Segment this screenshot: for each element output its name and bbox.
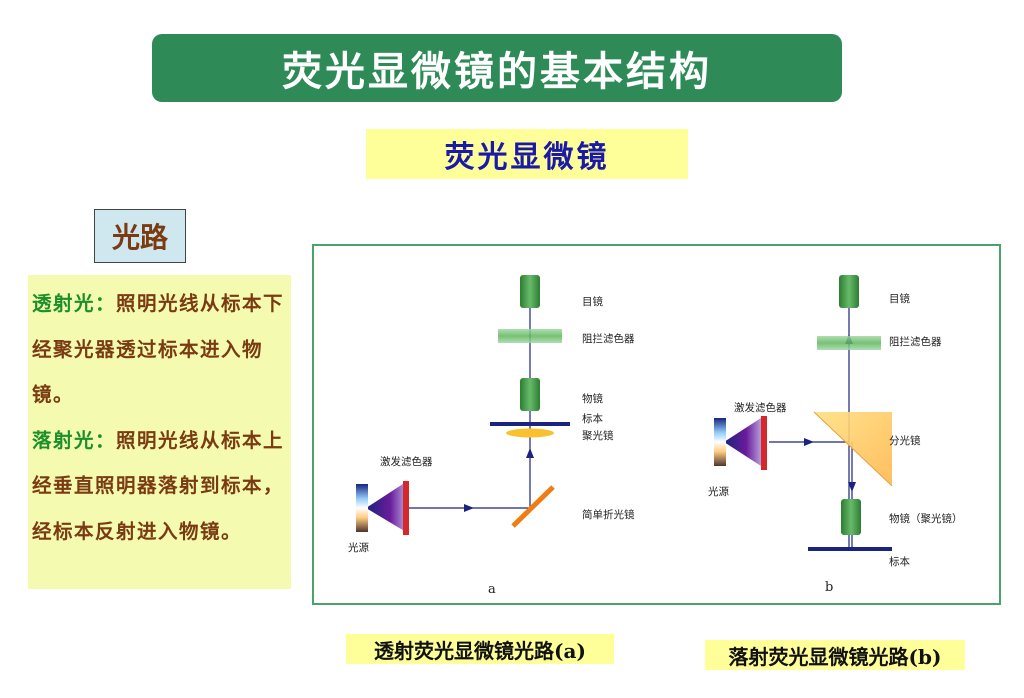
barrier-filter-b (817, 336, 881, 350)
label-a-eyepiece: 目镜 (582, 295, 603, 308)
caption-b: 落射荧光显微镜光路(b) (728, 644, 942, 669)
subtitle-banner: 荧光显微镜 (366, 129, 688, 179)
light-source-b (714, 418, 726, 466)
barrier-filter-a (498, 329, 562, 343)
label-b-excitation: 激发滤色器 (734, 401, 787, 414)
eyepiece-b (839, 275, 859, 308)
label-b-source: 光源 (708, 485, 729, 498)
excitation-filter-b (761, 416, 767, 470)
label-a-barrier: 阻拦滤色器 (582, 332, 635, 345)
label-b-barrier: 阻拦滤色器 (889, 335, 942, 348)
title-banner: 荧光显微镜的基本结构 (152, 34, 842, 102)
section-label-box: 光路 (94, 209, 186, 263)
objective-b (841, 499, 861, 535)
transmitted-term: 透射光： (32, 292, 117, 315)
label-a-condenser: 聚光镜 (582, 429, 614, 442)
subtitle-text: 荧光显微镜 (444, 140, 610, 175)
arrow-b-right (804, 438, 814, 446)
excitation-filter-a (403, 481, 409, 535)
eyepiece-a (520, 275, 540, 308)
specimen-b (808, 547, 892, 551)
label-b-eyepiece: 目镜 (889, 292, 910, 305)
epi-text: 照明光线从标本上经垂直照明器落射到标本，经标本反射进入物镜。 (32, 428, 285, 543)
label-b-specimen: 标本 (889, 555, 910, 568)
optical-path-diagram: 目镜 阻拦滤色器 物镜 标本 聚光镜 激发滤色器 简单折光镜 光源 a (312, 244, 1001, 605)
light-cone-b (724, 418, 761, 466)
light-source-a (356, 484, 368, 532)
label-a-objective: 物镜 (582, 392, 603, 405)
condenser-a (506, 428, 554, 438)
label-b-objective: 物镜（聚光镜） (889, 512, 963, 525)
arrow-a-up (526, 448, 534, 458)
light-cone-a (366, 482, 406, 532)
arrow-a-right (464, 504, 474, 512)
description-box: 透射光：照明光线从标本下经聚光器透过标本进入物镜。 落射光：照明光线从标本上经垂… (28, 275, 291, 589)
page-title: 荧光显微镜的基本结构 (282, 48, 712, 95)
diagram-svg: 目镜 阻拦滤色器 物镜 标本 聚光镜 激发滤色器 简单折光镜 光源 a (348, 275, 963, 597)
caption-a-box: 透射荧光显微镜光路(a) (346, 634, 614, 664)
label-b-letter: b (825, 580, 833, 595)
section-label: 光路 (111, 221, 168, 254)
label-a-source: 光源 (348, 541, 369, 554)
label-a-specimen: 标本 (582, 412, 603, 425)
label-a-excitation: 激发滤色器 (380, 455, 433, 468)
objective-a (520, 378, 540, 411)
caption-a: 透射荧光显微镜光路(a) (374, 638, 586, 663)
specimen-a (490, 422, 570, 426)
label-a-mirror: 简单折光镜 (582, 508, 635, 521)
transmitted-text: 照明光线从标本下经聚光器透过标本进入物镜。 (32, 292, 285, 406)
epi-term: 落射光： (32, 428, 117, 452)
caption-b-box: 落射荧光显微镜光路(b) (705, 640, 965, 670)
label-a-letter: a (488, 582, 496, 597)
mirror-a (511, 485, 555, 528)
label-b-splitter: 分光镜 (889, 434, 921, 447)
beam-splitter-edge-b (813, 411, 893, 487)
arrow-b-down (848, 482, 856, 492)
